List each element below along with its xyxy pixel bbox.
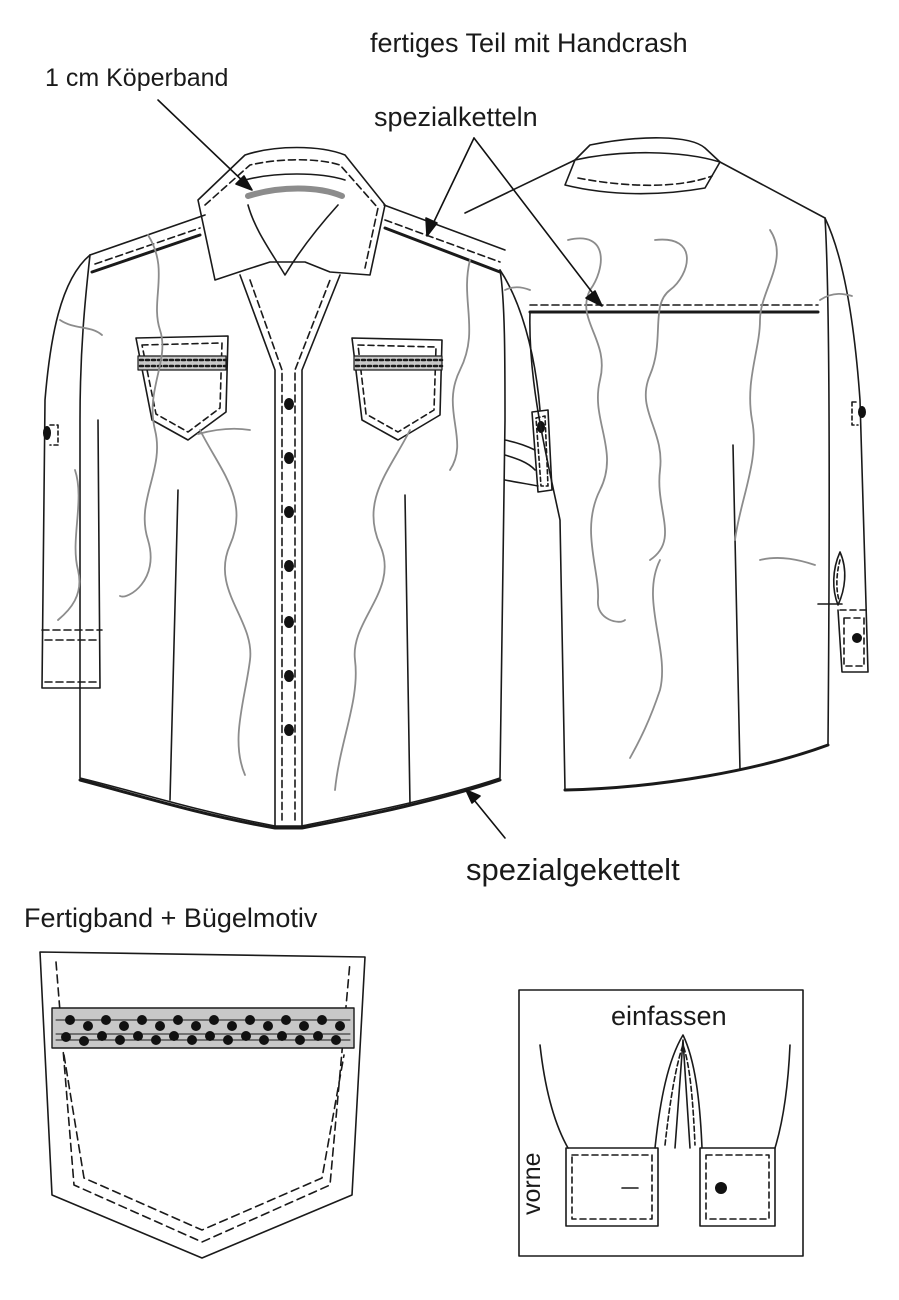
arrowhead-koeperband: [235, 175, 253, 191]
back-sleeve-tab: [851, 401, 859, 426]
front-placket-stitch-a: [249, 279, 283, 821]
front-collar-band: [244, 173, 346, 181]
button: [284, 506, 294, 518]
front-dart-left: [169, 489, 179, 801]
front-crash-lines: [57, 234, 471, 791]
front-sleeve-right: [499, 269, 541, 411]
label-koeperband: 1 cm Köperband: [45, 64, 229, 92]
arrowhead-spezialketteln-back: [585, 290, 603, 307]
front-pocket-left: [135, 335, 229, 441]
label-spezialgekettelt: spezialgekettelt: [466, 852, 680, 887]
button: [284, 560, 294, 572]
front-yoke-left: [90, 233, 202, 274]
front-placket: [239, 274, 341, 827]
back-collar: [564, 137, 721, 195]
back-sleeve: [824, 217, 869, 673]
front-dart-right: [404, 494, 411, 806]
back-placket-stitch: [836, 559, 841, 601]
cuff-sleeve-right: [774, 1044, 791, 1149]
cuff-placket: [654, 1034, 703, 1149]
front-collar: [197, 146, 386, 281]
front-shirt: [41, 146, 553, 830]
front-cuff-left: [41, 629, 103, 683]
cuff-left-stitch: [571, 1154, 653, 1220]
front-sleeve-tab-stitch: [535, 415, 549, 487]
back-sleeve-button: [858, 406, 866, 418]
cuff-right-button: [715, 1182, 727, 1194]
arrowhead-spezialketteln-front: [425, 217, 438, 237]
drawing-title: fertiges Teil mit Handcrash: [370, 28, 688, 58]
sleeve-button-left: [43, 426, 51, 440]
back-hem: [563, 743, 830, 792]
annotation-arrows: [157, 99, 603, 839]
back-cuff: [839, 609, 869, 667]
front-yoke-right: [383, 226, 502, 274]
sleeve-tab-left: [49, 424, 59, 446]
arrow-koeperband: [157, 99, 249, 187]
front-placket-stitch-b: [294, 279, 331, 821]
button: [284, 616, 294, 628]
front-body-outline: [79, 254, 506, 827]
pocket-stitch: [55, 961, 351, 1243]
cuff-left: [565, 1147, 659, 1227]
front-collar-tape: [245, 185, 345, 199]
button: [284, 724, 294, 736]
cuff-placket-inner: [664, 1044, 696, 1146]
front-yoke-right-stitch: [384, 219, 501, 263]
pocket-tape: [51, 1007, 355, 1049]
arrow-spezialgekettelt: [469, 794, 506, 839]
label-fertigband: Fertigband + Bügelmotiv: [24, 903, 318, 933]
pocket-inner-stitch: [63, 1054, 345, 1231]
front-sleeve-tab: [531, 409, 553, 493]
cuff-sleeve-left: [539, 1044, 569, 1149]
back-dart-left: [732, 444, 741, 771]
label-spezialketteln: spezialketteln: [374, 102, 538, 132]
arrowhead-spezialgekettelt: [465, 789, 481, 804]
cuff-detail: [518, 989, 804, 1257]
pocket-dot-motif: [61, 1015, 345, 1046]
front-buttons: [284, 398, 294, 736]
button: [284, 670, 294, 682]
pocket-outline: [39, 951, 366, 1259]
arrow-spezialketteln-front: [429, 137, 475, 231]
back-collar-stitch: [577, 175, 713, 187]
cuff-right: [699, 1147, 776, 1227]
back-crash-lines: [504, 229, 853, 759]
front-hem: [78, 778, 502, 830]
front-sleeve-fold: [504, 439, 539, 487]
back-side: [529, 311, 566, 791]
pocket-detail: [39, 951, 366, 1259]
front-collar-stitch: [204, 158, 379, 269]
back-cuff-button: [852, 633, 862, 643]
front-sleeve-left: [41, 254, 101, 689]
button: [284, 398, 294, 410]
cuff-placket-center: [674, 1039, 691, 1149]
cuff-right-stitch: [705, 1154, 770, 1220]
back-placket-slit: [832, 551, 846, 606]
cuff-detail-frame: [518, 989, 804, 1257]
back-body-outline: [464, 151, 831, 791]
arrow-spezialketteln-back: [473, 137, 599, 301]
label-vorne: vorne: [518, 1152, 546, 1215]
front-shoulder-right: [383, 204, 506, 251]
button: [284, 452, 294, 464]
front-yoke-left-stitch: [94, 227, 201, 265]
back-shirt: [464, 137, 869, 792]
front-neckline: [247, 204, 339, 276]
label-einfassen: einfassen: [611, 1001, 727, 1031]
front-pocket-right: [351, 337, 444, 441]
